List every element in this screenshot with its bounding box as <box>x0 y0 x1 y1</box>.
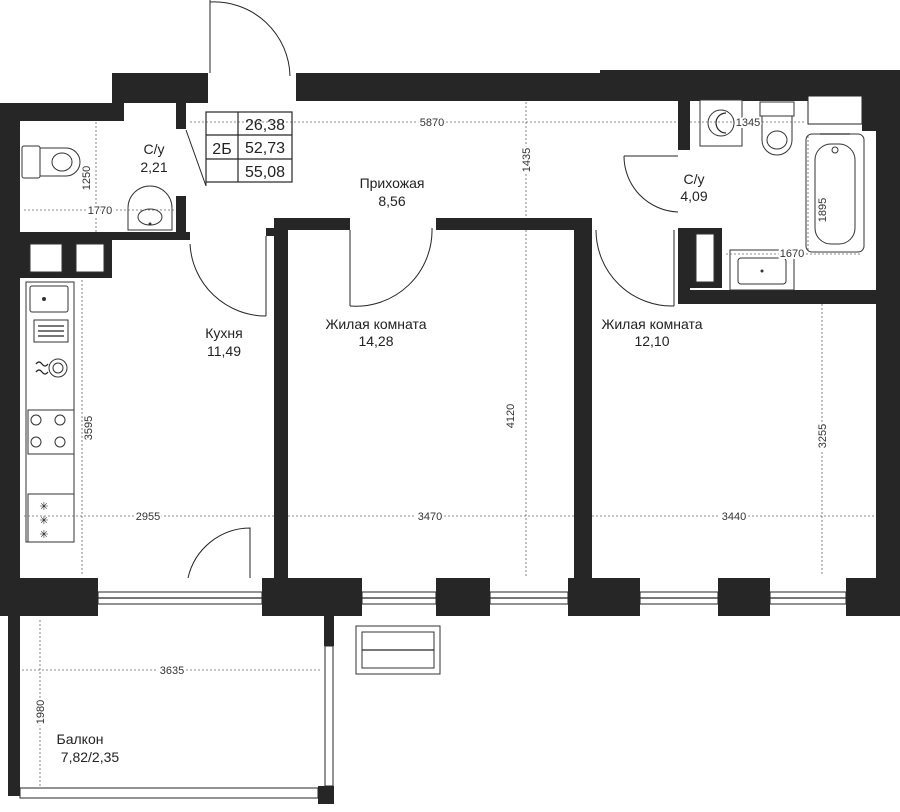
dimension-labels: 5870 1435 1345 1895 1670 1250 1770 3595 … <box>33 115 831 726</box>
wall-segment <box>324 616 334 646</box>
walls <box>0 73 900 804</box>
wall-segment <box>8 616 20 796</box>
fixtures: ✳ ✳ ✳ <box>21 99 865 675</box>
wall-segment <box>176 101 186 129</box>
svg-text:✳: ✳ <box>39 515 48 527</box>
dim-kitchen-height: 3595 <box>83 416 95 440</box>
room-area-wc1: 2,21 <box>140 159 167 175</box>
door-swing <box>349 227 433 307</box>
kitchen-sink-icon <box>29 285 69 313</box>
unit-area-total: 52,73 <box>245 140 285 157</box>
sink-icon <box>127 185 173 231</box>
wall-segment <box>678 228 690 302</box>
wall-segment <box>112 73 208 103</box>
balcony-glazing <box>324 645 334 787</box>
dim-kitchen-width: 2955 <box>136 511 160 523</box>
wall-segment <box>262 578 362 616</box>
unit-code: 2Б <box>212 141 231 158</box>
dim-living2-width: 3440 <box>722 511 746 523</box>
stove-icon <box>27 409 75 455</box>
svg-text:✳: ✳ <box>39 501 48 513</box>
dim-wc2-width: 1345 <box>736 117 760 129</box>
bathtub-icon <box>805 133 865 253</box>
washing-machine-icon <box>699 99 743 147</box>
room-area-hall: 8,56 <box>378 193 405 209</box>
wall-segment <box>876 131 900 581</box>
shaft <box>695 233 715 283</box>
dim-living2-height: 3255 <box>817 424 829 448</box>
room-name-wc1: С/у <box>144 141 165 157</box>
wall-segment <box>0 103 116 121</box>
room-area-balcony: 7,82/2,35 <box>61 749 120 765</box>
room-name-kitchen: Кухня <box>205 325 242 341</box>
room-area-living2: 12,10 <box>634 333 669 349</box>
wall-segment <box>678 290 876 304</box>
dim-hall-width: 5870 <box>420 117 444 129</box>
room-name-wc2: С/у <box>684 171 705 187</box>
wall-segment <box>436 218 592 230</box>
wall-segment <box>274 218 350 230</box>
dim-living1-width: 3470 <box>418 511 442 523</box>
wall-segment <box>112 73 124 121</box>
wall-segment <box>678 96 690 150</box>
balcony-glazing <box>19 787 319 799</box>
toilet-icon <box>21 145 81 179</box>
unit-area-with-balcony: 55,08 <box>245 164 285 181</box>
dim-balcony-height: 1980 <box>35 700 47 724</box>
dim-living1-height: 4120 <box>505 404 517 428</box>
door-swing <box>595 229 675 307</box>
wall-segment <box>296 73 900 101</box>
dim-bath-room: 1670 <box>780 248 804 260</box>
dim-bath-length: 1895 <box>817 198 829 222</box>
dimension-lines <box>22 102 876 786</box>
wall-segment <box>0 578 98 616</box>
wall-segment <box>176 196 186 240</box>
wall-segment <box>0 103 20 581</box>
room-name-hall: Прихожая <box>360 175 425 191</box>
wall-segment <box>846 578 900 616</box>
svg-text:✳: ✳ <box>39 529 48 541</box>
unit-area-living: 26,38 <box>245 117 285 134</box>
wall-segment <box>718 578 770 616</box>
room-name-balcony: Балкон <box>57 731 104 747</box>
dim-hall-depth: 1435 <box>521 148 533 172</box>
wall-segment <box>20 232 190 240</box>
dim-wc1-height: 1250 <box>81 166 93 190</box>
door-swing <box>623 155 679 213</box>
wall-segment <box>574 218 592 580</box>
wall-segment <box>274 218 288 580</box>
sink-icon <box>729 249 795 291</box>
door-swing <box>209 1 291 77</box>
ac-unit-icon <box>355 625 441 675</box>
fridge-icon: ✳ ✳ ✳ <box>27 493 75 543</box>
wall-segment <box>266 228 274 236</box>
room-name-living2: Жилая комната <box>601 316 702 332</box>
dim-balcony-width: 3635 <box>160 665 184 677</box>
window <box>600 70 900 74</box>
room-labels: С/у 2,21 Прихожая 8,56 С/у 4,09 Кухня 11… <box>57 141 708 765</box>
door-swing <box>187 527 251 579</box>
dim-wc1-width: 1770 <box>88 205 112 217</box>
wall-segment <box>436 578 490 616</box>
room-name-living1: Жилая комната <box>325 316 426 332</box>
room-area-kitchen: 11,49 <box>207 343 241 359</box>
unit-info-box: 2Б 26,38 52,73 55,08 <box>205 111 293 183</box>
wall-segment <box>318 786 334 804</box>
window <box>807 95 863 125</box>
room-area-wc2: 4,09 <box>680 188 707 204</box>
wall-segment <box>568 578 640 616</box>
toilet-icon <box>759 101 795 156</box>
shaft <box>75 243 105 273</box>
wall-segment <box>862 101 876 131</box>
dishwasher-icon <box>33 319 69 343</box>
washing-machine-icon <box>35 358 68 378</box>
door-swing <box>189 243 267 317</box>
shaft <box>29 243 63 273</box>
door-leaf <box>185 129 207 187</box>
windows <box>19 70 900 799</box>
room-area-living1: 14,28 <box>358 333 393 349</box>
kitchen-counter: ✳ ✳ ✳ <box>25 281 75 543</box>
